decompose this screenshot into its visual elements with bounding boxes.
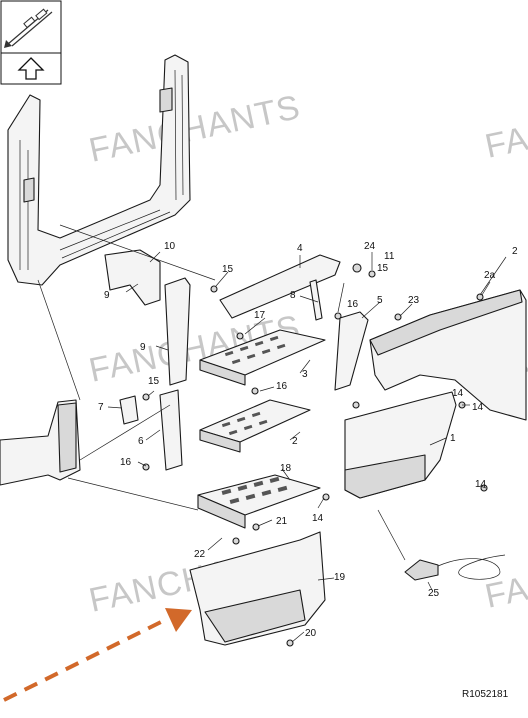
callout-14a: 14 — [472, 402, 484, 413]
bolt-icon — [476, 293, 484, 301]
part-5-rail — [219, 254, 341, 319]
callout-17: 17 — [254, 310, 266, 321]
bolt-icon — [232, 537, 240, 545]
callout-3: 2 — [292, 436, 298, 447]
callout-16c: 16 — [120, 457, 132, 468]
callout-2a: 2a — [484, 270, 496, 281]
lower-step-grid — [221, 476, 288, 504]
callout-15a: 15 — [222, 264, 234, 275]
callout-13: 10 — [164, 241, 176, 252]
part-1-step-housing — [344, 391, 457, 499]
callout-24: 24 — [364, 241, 376, 252]
callout-9: 8 — [290, 290, 296, 301]
bolt-icon — [210, 285, 218, 293]
callout-16b: 16 — [276, 381, 288, 392]
part-13-bracket — [104, 249, 161, 306]
bolt-icon — [352, 401, 360, 409]
vehicle-orientation-icon — [4, 8, 53, 48]
part-25-sensor — [404, 554, 506, 581]
callout-22: 22 — [194, 549, 206, 560]
part-7-bracket — [159, 389, 183, 471]
callout-4: 3 — [302, 369, 308, 380]
callout-14e: 14 — [452, 388, 464, 399]
step-bracket-left — [0, 399, 81, 486]
callout-8: 7 — [98, 402, 104, 413]
callout-5: 4 — [297, 243, 303, 254]
callout-23: 23 — [408, 295, 420, 306]
callout-10: 9 — [140, 342, 146, 353]
callout-19: 19 — [334, 572, 346, 583]
part-4-upper-step — [199, 329, 326, 386]
callout-25: 25 — [428, 588, 440, 599]
callout-18: 18 — [280, 463, 292, 474]
part-3-middle-step — [199, 399, 311, 453]
part-19-lower-housing — [189, 531, 326, 646]
reference-code: R1052181 — [462, 689, 509, 700]
callout-11: 9 — [104, 290, 110, 301]
callout-21: 21 — [276, 516, 288, 527]
direction-arrow — [3, 608, 192, 702]
nut-icon — [352, 263, 362, 273]
watermark-text: FANCHANTS — [482, 84, 528, 166]
watermark-text: FANCHANTS — [482, 534, 528, 616]
part-6-pillar — [334, 311, 369, 391]
callout-6: 5 — [377, 295, 383, 306]
bolt-icon — [236, 332, 244, 340]
part-2-fairing — [369, 289, 527, 421]
fasteners — [142, 263, 488, 647]
callout-12: 11 — [384, 251, 395, 262]
upper-step-grid — [224, 335, 286, 365]
callout-14b: 14 — [475, 479, 487, 490]
bolt-icon — [286, 639, 294, 647]
part-18-lower-step — [197, 474, 321, 529]
bolt-icon — [251, 387, 259, 395]
bolt-icon — [142, 393, 150, 401]
callouts: 10 9 4 24 11 2 2a 15 15 8 16 5 23 17 9 3… — [98, 241, 518, 639]
callout-14c: 14 — [312, 513, 324, 524]
leader-lines — [37, 224, 507, 643]
callout-16a: 16 — [347, 299, 359, 310]
callout-20: 20 — [305, 628, 317, 639]
bolt-icon — [334, 312, 342, 320]
bolt-icon — [322, 493, 330, 501]
bolt-icon — [252, 523, 260, 531]
watermark-text: FANCHANTS — [86, 88, 304, 170]
callout-7: 6 — [138, 436, 144, 447]
orientation-legend-box — [0, 0, 62, 85]
cab-frame-pillar — [7, 54, 191, 286]
callout-15b: 15 — [377, 263, 389, 274]
part-8-bracket — [119, 395, 139, 425]
bolt-icon — [394, 313, 402, 321]
part-9-brace — [309, 279, 323, 321]
bolt-icon — [368, 270, 376, 278]
callout-2: 2 — [512, 246, 518, 257]
middle-step-grid — [221, 411, 268, 436]
up-arrow-icon — [17, 57, 45, 80]
callout-1: 1 — [450, 433, 456, 444]
callout-15c: 15 — [148, 376, 160, 387]
part-10-post — [164, 277, 191, 386]
